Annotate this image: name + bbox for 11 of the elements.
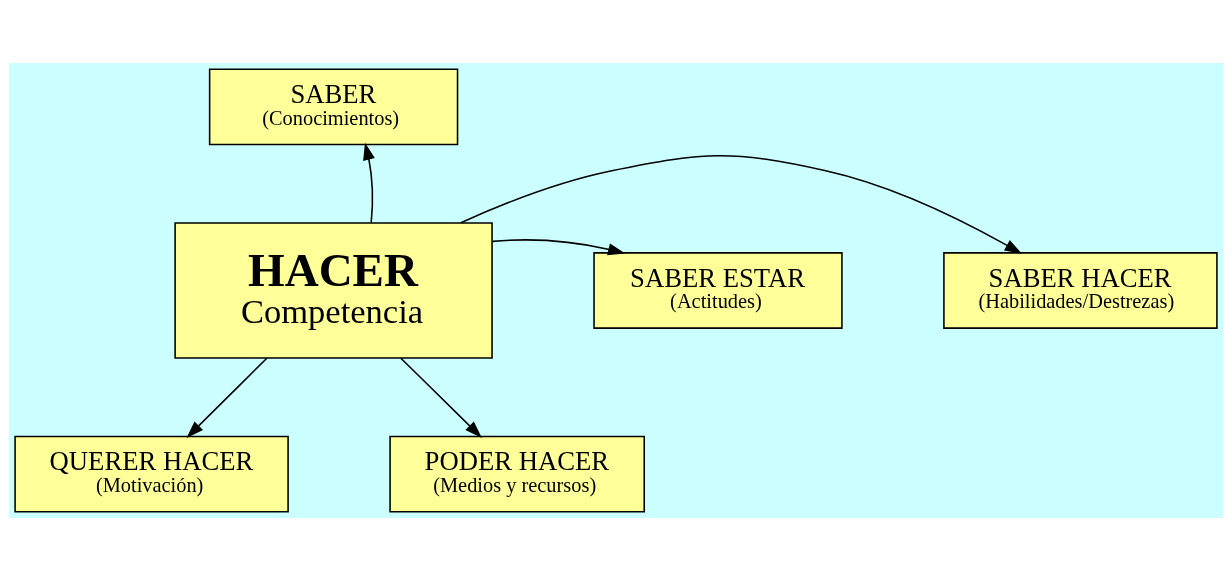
node-box: QUERER HACER (Motivación) (14, 435, 289, 513)
node-box: SABER HACER (Habilidades/Destrezas) (943, 252, 1218, 329)
node-box: PODER HACER (Medios y recursos) (389, 435, 646, 513)
node-box: SABER (Conocimientos) (208, 68, 459, 146)
node-box: SABER ESTAR (Actitudes) (593, 252, 843, 329)
arrow (491, 239, 626, 256)
arrow (363, 142, 375, 224)
arrow (400, 357, 482, 438)
arrow (186, 357, 268, 438)
arrow (460, 155, 1022, 254)
node-box: HACER Competencia (174, 222, 493, 359)
